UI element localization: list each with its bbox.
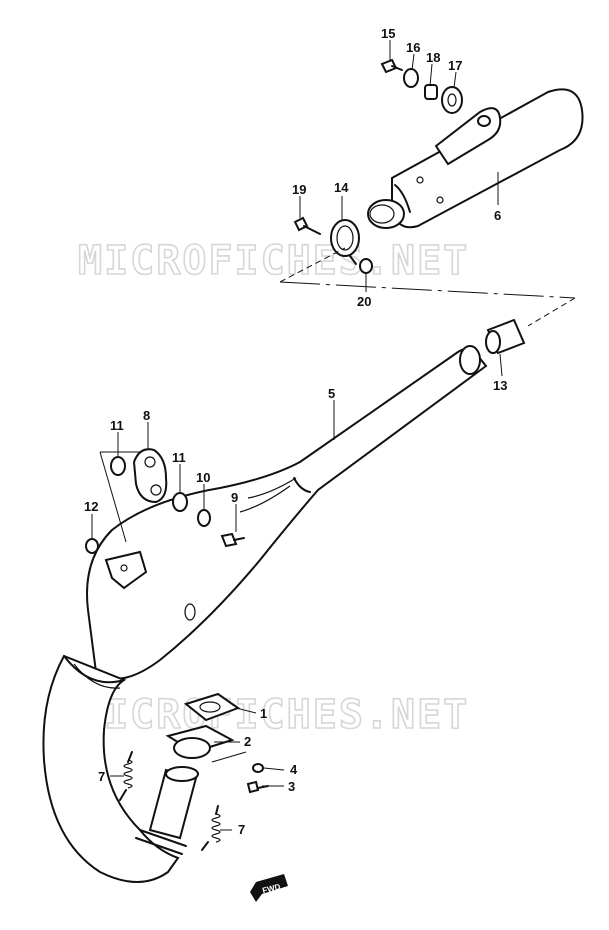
- callout-leaders: [91, 40, 503, 831]
- washer-part-11-right: [172, 492, 188, 512]
- callout-11-left: 11: [110, 418, 124, 433]
- exhaust-pipe-part-5: [42, 345, 488, 883]
- bolt-part-19: [293, 216, 321, 235]
- callout-12: 12: [84, 499, 98, 514]
- callout-8: 8: [143, 408, 150, 423]
- callout-20: 20: [357, 294, 371, 309]
- bracket-part-8: [132, 448, 168, 504]
- callout-18: 18: [426, 50, 440, 65]
- header-pipe: [135, 766, 199, 855]
- callout-1: 1: [260, 706, 267, 721]
- flange-part-2: [165, 724, 235, 759]
- watermark-bottom: MICROFICHES.NET: [78, 692, 469, 738]
- clamp-part-14: [330, 219, 360, 265]
- fwd-arrow-icon: FWD: [250, 874, 288, 902]
- callout-9: 9: [231, 490, 238, 505]
- washer-part-11-left: [110, 456, 126, 476]
- callout-7-right: 7: [238, 822, 245, 837]
- callout-13: 13: [493, 378, 507, 393]
- spring-part-7-left: [119, 751, 133, 801]
- silencer-part-6: [367, 88, 584, 229]
- collar-part-18: [424, 84, 438, 100]
- callout-16: 16: [406, 40, 420, 55]
- washer-part-10: [197, 509, 211, 527]
- callout-14: 14: [334, 180, 349, 195]
- grommet-part-17: [441, 86, 463, 114]
- nut-part-12: [85, 538, 99, 554]
- callout-15: 15: [381, 26, 395, 41]
- callout-4: 4: [290, 762, 298, 777]
- callout-19: 19: [292, 182, 306, 197]
- bolt-part-15: [380, 58, 403, 74]
- spring-part-7-right: [201, 805, 221, 851]
- nut-part-20: [359, 258, 373, 274]
- callout-11-right: 11: [172, 450, 186, 465]
- bolt-part-9: [220, 532, 245, 548]
- callout-10: 10: [196, 470, 210, 485]
- callout-7-left: 7: [98, 769, 105, 784]
- callout-6: 6: [494, 208, 501, 223]
- callout-3: 3: [288, 779, 295, 794]
- fwd-label: FWD: [261, 882, 281, 895]
- callout-2: 2: [244, 734, 251, 749]
- callout-17: 17: [448, 58, 462, 73]
- bolt-part-3: [246, 780, 269, 794]
- nut-part-4: [252, 763, 264, 773]
- washer-part-16: [403, 68, 419, 88]
- seal-part-13: [485, 318, 526, 355]
- watermark-top: MICROFICHES.NET: [78, 238, 469, 284]
- callout-5: 5: [328, 386, 335, 401]
